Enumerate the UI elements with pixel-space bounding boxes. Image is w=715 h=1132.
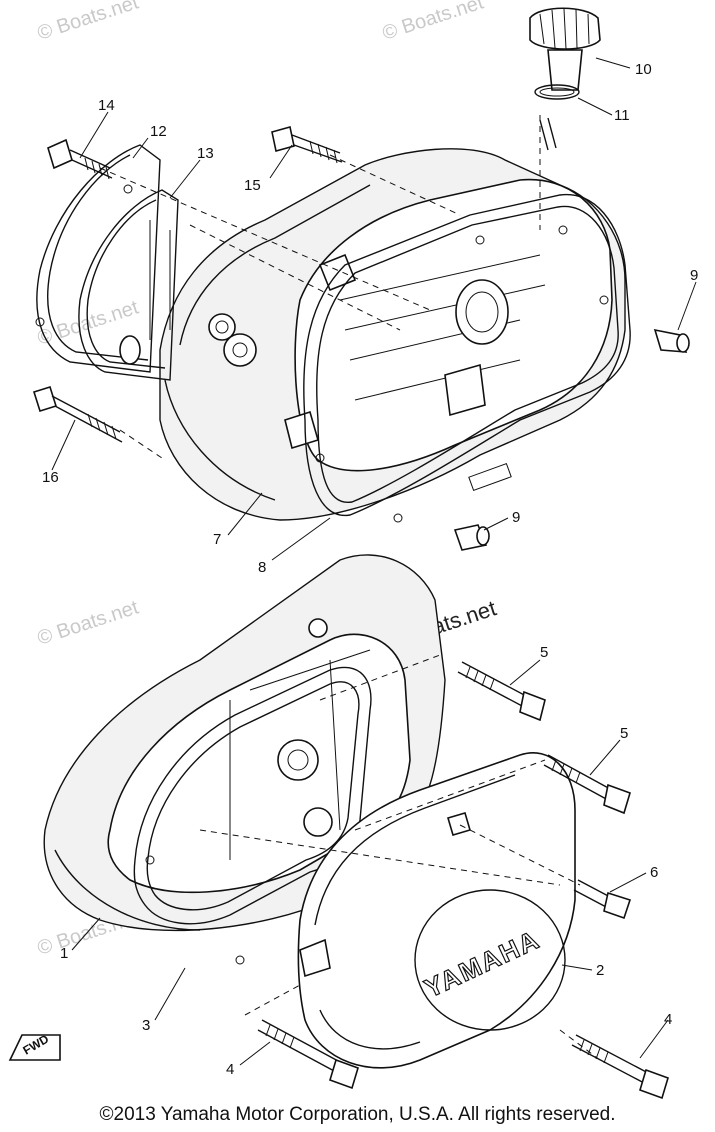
bolt-15 [271,126,343,164]
callout-16: 16 [42,469,59,486]
bolt-4-left [257,1019,359,1090]
bolt-5-upper [457,661,546,722]
callout-7: 7 [213,531,221,548]
watermark-text: © Boats.net [380,0,487,45]
bolt-16 [32,385,123,443]
bolt-5-lower [543,754,631,815]
callout-15: 15 [244,177,261,194]
callout-5-lower: 5 [620,725,628,742]
centerline [119,429,166,461]
callout-4-left: 4 [226,1061,234,1078]
callout-9-upper: 9 [690,267,698,284]
bolt-4-right [571,1034,669,1100]
centerline [199,829,561,886]
centerline [459,824,581,886]
gasket-8 [303,193,631,523]
crankcase-cover-7 [159,148,626,521]
callout-5-upper: 5 [540,644,548,661]
centerline [354,759,546,831]
copyright-notice: ©2013 Yamaha Motor Corporation, U.S.A. A… [99,1104,616,1125]
centerline [559,1029,601,1061]
watermark-text: © Boats.net [35,0,142,45]
generator-cover-2: YAMAHA [297,752,576,1069]
callout-labels: 14 12 13 15 10 11 9 9 16 7 8 5 5 6 2 1 3… [42,61,698,1078]
callout-8: 8 [258,559,266,576]
forward-direction-indicator: FWD [8,1032,61,1061]
callout-3: 3 [142,1017,150,1034]
cover-12 [35,144,161,373]
callout-14: 14 [98,97,115,114]
bolt-14 [47,138,113,180]
watermark-text: © Boats.net [35,596,142,649]
centerline [99,167,431,311]
callout-2: 2 [596,962,604,979]
callout-9-lower: 9 [512,509,520,526]
centerline [244,984,301,1016]
o-ring-11 [534,84,580,100]
callout-1: 1 [60,945,68,962]
centerline [329,154,461,216]
oil-filler-plug-10 [529,7,601,151]
callout-4-right: 4 [664,1011,672,1028]
callout-11: 11 [614,107,630,124]
gasket-13 [78,189,179,381]
exploded-parts-diagram: © Boats.net © Boats.net © Boats.net © Bo… [8,0,698,1100]
leader-lines [51,57,697,1066]
callout-10: 10 [635,61,652,78]
callout-12: 12 [150,123,167,140]
callout-13: 13 [197,145,214,162]
screw-6 [573,879,632,920]
callout-6: 6 [650,864,658,881]
dowel-pin-9 [453,328,690,551]
